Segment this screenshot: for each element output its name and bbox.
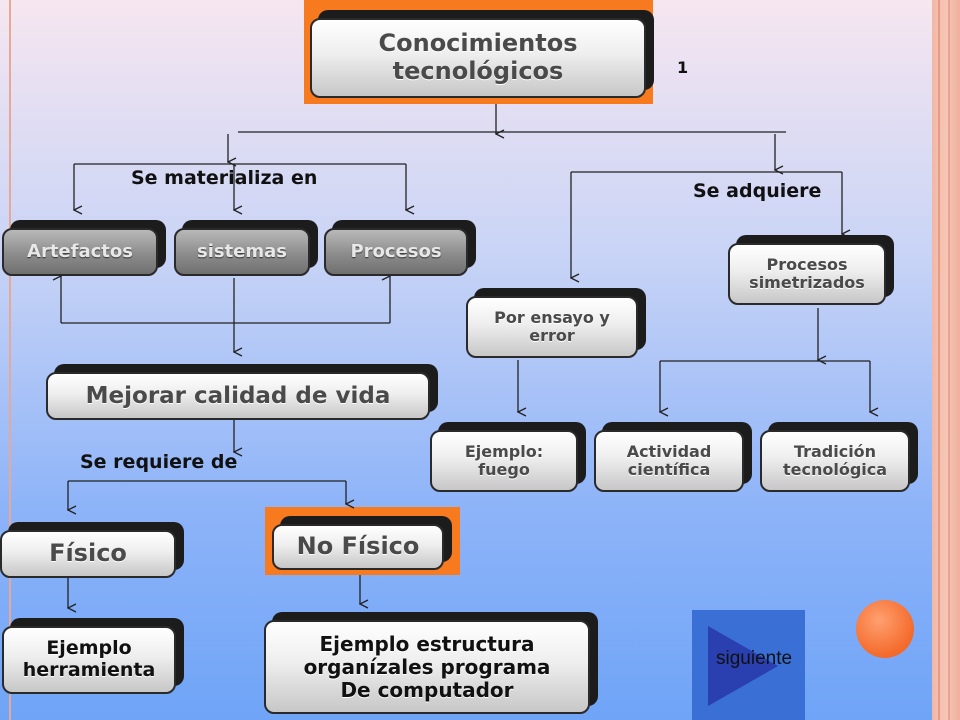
next-button[interactable]: siguiente: [692, 610, 805, 720]
node-sistemas: sistemas: [174, 220, 318, 276]
node-procesos: Procesos: [324, 220, 476, 276]
node-ejemplo-estructura: Ejemplo estructura organízales programa …: [264, 612, 598, 714]
label-se-adquiere: Se adquiere: [693, 180, 822, 202]
node-por-ensayo-y-error: Por ensayo y error: [466, 288, 646, 358]
next-button-label: siguiente: [716, 648, 793, 669]
orange-circle-decoration: [856, 600, 914, 658]
node-artefactos: Artefactos: [2, 220, 166, 276]
node-ejemplo-fuego: Ejemplo: fuego: [430, 422, 586, 492]
corner-mark: 1: [677, 58, 689, 77]
node-ejemplo-herramienta: Ejemplo herramienta: [2, 618, 184, 694]
node-fisico: Físico: [0, 522, 184, 578]
page-title: Conocimientos tecnológicos: [310, 18, 646, 98]
node-actividad-cientifica: Actividad científica: [594, 422, 752, 492]
label-se-requiere: Se requiere de: [80, 451, 238, 473]
node-mejorar-calidad-de-vida: Mejorar calidad de vida: [46, 364, 438, 420]
node-procesos-simetrizados: Procesos simetrizados: [728, 235, 894, 305]
label-se-materializa: Se materializa en: [131, 167, 318, 189]
node-tradicion-tecnologica: Tradición tecnológica: [760, 422, 918, 492]
right-decorative-border: [932, 0, 960, 720]
title-box: Conocimientos tecnológicos: [310, 10, 654, 98]
left-border-line: [9, 0, 11, 720]
play-icon: [708, 626, 778, 706]
node-no-fisico: No Físico: [272, 516, 452, 570]
